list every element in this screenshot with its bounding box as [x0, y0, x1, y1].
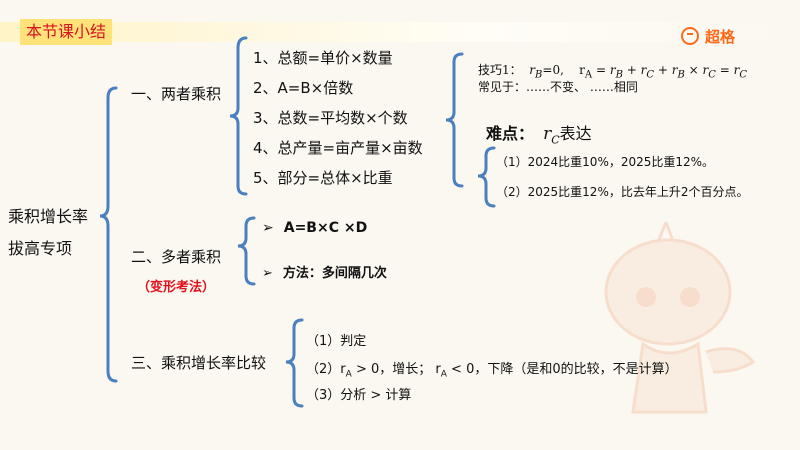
branch2-item-2-text: 方法：多间隔几次 — [282, 266, 387, 281]
branch3-item-3: （3）分析 > 计算 — [306, 388, 412, 403]
tip-prefix: 技巧1： — [478, 63, 522, 77]
unicorn-mascot-icon — [604, 222, 756, 414]
tip-common-prefix: 常见于： — [478, 80, 527, 94]
difficulty-heading: 难点： rC表达 — [486, 120, 592, 146]
branch2-bracket — [237, 216, 256, 286]
branch2-note: （变形考法） — [137, 280, 216, 295]
branch3-item-2-mid: > 0，增长； — [351, 362, 436, 377]
branch1-item-3: 3、总数=平均数×个数 — [253, 109, 408, 127]
difficulty-item-1: （1）2024比重10%，2025比重12%。 — [496, 155, 715, 169]
difficulty-expr-suffix: 表达 — [559, 124, 592, 143]
brand-logo: 超格 — [681, 26, 735, 47]
root-title-line2: 拔高专项 — [8, 239, 73, 258]
brand-logo-icon — [681, 27, 699, 45]
branch3-label: 三、乘积增长率比较 — [131, 354, 267, 372]
bullet-arrow-icon: ➢ — [262, 220, 274, 236]
branch1-item-5: 5、部分=总体×比重 — [253, 169, 393, 187]
root-title-line1: 乘积增长率 — [8, 207, 89, 226]
tip-bracket — [445, 52, 464, 188]
branch1-item-2: 2、A=B×倍数 — [253, 79, 354, 97]
tip-common-text: ……不变、 ……相同 — [526, 80, 638, 94]
difficulty-bracket — [477, 146, 496, 208]
branch2-item-1: ➢ A=B×C ×D — [262, 220, 367, 236]
branch1-label: 一、两者乘积 — [131, 85, 222, 103]
branch3-item-2: （2）rA > 0，增长； rA < 0，下降（是和0的比较，不是计算） — [306, 362, 678, 380]
branch1-bracket — [229, 36, 248, 196]
branch1-item-4: 4、总产量=亩产量×亩数 — [253, 139, 423, 157]
bullet-arrow-icon: ➢ — [262, 266, 273, 281]
branch2-label: 二、多者乘积 — [131, 248, 222, 266]
difficulty-expr: rC — [543, 124, 560, 147]
root-bracket — [99, 86, 118, 383]
difficulty-item-2: （2）2025比重12%，比去年上升2个百分点。 — [496, 185, 749, 199]
branch3-item-2-end: < 0，下降（是和0的比较，不是计算） — [446, 362, 678, 377]
tip-formula: 技巧1： rB=0, rA = rB + rC + rB × rC = rC — [478, 63, 747, 81]
header-bar — [0, 22, 800, 42]
branch3-item-2-prefix: （2） — [306, 362, 341, 377]
branch2-item-2: ➢ 方法：多间隔几次 — [262, 262, 387, 281]
difficulty-label: 难点： — [486, 124, 535, 143]
branch3-bracket — [285, 318, 304, 408]
branch3-item-1: （1）判定 — [306, 334, 367, 349]
brand-logo-text: 超格 — [705, 28, 736, 46]
branch1-item-1: 1、总额=单价×数量 — [253, 49, 393, 67]
branch2-item-1-text: A=B×C ×D — [283, 220, 368, 236]
tip-common: 常见于：……不变、 ……相同 — [478, 78, 638, 95]
page-title: 本节课小结 — [20, 19, 113, 45]
